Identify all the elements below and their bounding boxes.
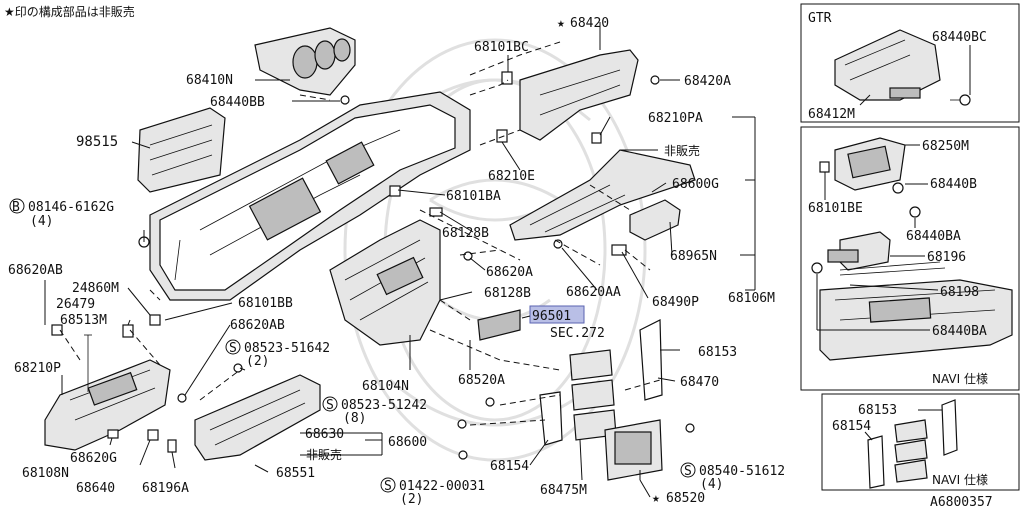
label-01422-00031: 01422-00031 xyxy=(399,479,485,494)
label-08523-51242: 08523-51242 xyxy=(341,398,427,413)
label-68154-navi: 68154 xyxy=(832,419,871,434)
label-68620G: 68620G xyxy=(70,451,117,466)
label-68513M: 68513M xyxy=(60,313,107,328)
label-08523-51642-qty: (2) xyxy=(246,354,269,369)
label-68153: 68153 xyxy=(698,345,737,360)
label-68620AB-left: 68620AB xyxy=(8,263,63,278)
label-68410N: 68410N xyxy=(186,73,233,88)
label-68108N: 68108N xyxy=(22,466,69,481)
part-labels: ★印の構成部品は非販売 68410N 68440BB 98515 B 08146… xyxy=(4,4,993,510)
label-68198: 68198 xyxy=(940,285,979,300)
label-68600: 68600 xyxy=(388,435,427,450)
leader-lines xyxy=(44,22,756,498)
label-68440BC: 68440BC xyxy=(932,30,987,45)
label-68965N: 68965N xyxy=(670,249,717,264)
screw-s-letter-3: S xyxy=(384,479,392,494)
star-68420: ★ xyxy=(557,16,565,31)
label-08146-6162G: 08146-6162G xyxy=(28,200,114,215)
label-68412M: 68412M xyxy=(808,107,855,122)
screw-s-letter-1: S xyxy=(229,341,237,356)
label-68520: 68520 xyxy=(666,491,705,506)
screw-s-letter-4: S xyxy=(684,464,692,479)
label-01422-qty: (2) xyxy=(400,492,423,507)
label-68128B-upper: 68128B xyxy=(442,226,489,241)
label-68101BC: 68101BC xyxy=(474,40,529,55)
label-68420A: 68420A xyxy=(684,74,731,89)
label-68153-navi: 68153 xyxy=(858,403,897,418)
gtr-panel-title: GTR xyxy=(808,11,832,26)
label-08523-51242-qty: (8) xyxy=(343,411,366,426)
label-96501-highlight xyxy=(529,305,585,324)
label-68640: 68640 xyxy=(76,481,115,496)
label-68210P: 68210P xyxy=(14,361,61,376)
label-08523-51642: 08523-51642 xyxy=(244,341,330,356)
navi-panel: 68250M 68101BE 68440B 68440BA 68196 6819… xyxy=(808,137,1013,386)
label-68128B-lower: 68128B xyxy=(484,286,531,301)
label-68210E: 68210E xyxy=(488,169,535,184)
screw-s-symbol-4 xyxy=(680,462,696,478)
label-68104N: 68104N xyxy=(362,379,409,394)
instrument-panel-drawing xyxy=(44,27,696,481)
label-68440BA-upper: 68440BA xyxy=(906,229,961,244)
screw-s-symbol-2 xyxy=(322,396,338,412)
star-68520: ★ xyxy=(652,491,660,506)
label-68620AB-right: 68620AB xyxy=(230,318,285,333)
drawing-id: A6800357 xyxy=(930,495,993,510)
label-68630: 68630 xyxy=(305,427,344,442)
label-68440BA-lower: 68440BA xyxy=(932,324,987,339)
bolt-b-letter: B xyxy=(12,200,20,215)
label-68196A: 68196A xyxy=(142,481,189,496)
label-68551: 68551 xyxy=(276,466,315,481)
screw-s-symbol-3 xyxy=(380,477,396,493)
label-68196: 68196 xyxy=(927,250,966,265)
label-not-sold-mid: 非販売 xyxy=(664,143,700,158)
navi-sub-spec-caption: NAVI 仕様 xyxy=(932,473,988,487)
navi-sub-panel-frame xyxy=(821,393,1020,491)
label-96501: 96501 xyxy=(532,309,571,324)
label-68154: 68154 xyxy=(490,459,529,474)
navi-sub-panel: 68153 68154 NAVI 仕様 xyxy=(832,399,988,489)
label-sec-272: SEC.272 xyxy=(550,326,605,341)
label-68475M: 68475M xyxy=(540,483,587,498)
label-68106M: 68106M xyxy=(728,291,775,306)
navi-panel-frame xyxy=(800,126,1020,391)
label-68490P: 68490P xyxy=(652,295,699,310)
label-68520A: 68520A xyxy=(458,373,505,388)
screw-s-letter-2: S xyxy=(326,398,334,413)
label-68600G: 68600G xyxy=(672,177,719,192)
label-68101BB: 68101BB xyxy=(238,296,293,311)
gtr-panel-frame xyxy=(800,3,1020,123)
label-not-sold-lower: 非販売 xyxy=(306,447,342,462)
label-68470: 68470 xyxy=(680,375,719,390)
label-68210PA: 68210PA xyxy=(648,111,703,126)
label-08540-51612: 08540-51612 xyxy=(699,464,785,479)
label-68101BA: 68101BA xyxy=(446,189,501,204)
gtr-panel: GTR 68440BC 68412M xyxy=(808,11,987,122)
label-24860M: 24860M xyxy=(72,281,119,296)
screw-s-symbol-1 xyxy=(225,339,241,355)
label-68420: 68420 xyxy=(570,16,609,31)
label-68620AA: 68620AA xyxy=(566,285,621,300)
label-08146-qty: (4) xyxy=(30,214,53,229)
header-note: ★印の構成部品は非販売 xyxy=(4,4,135,19)
label-26479: 26479 xyxy=(56,297,95,312)
label-98515: 98515 xyxy=(76,134,118,150)
label-68101BE: 68101BE xyxy=(808,201,863,216)
label-68440B: 68440B xyxy=(930,177,977,192)
label-68440BB: 68440BB xyxy=(210,95,265,110)
label-68620A: 68620A xyxy=(486,265,533,280)
navi-spec-caption: NAVI 仕様 xyxy=(932,372,988,386)
label-08540-qty: (4) xyxy=(700,477,723,492)
label-68250M: 68250M xyxy=(922,139,969,154)
bolt-b-symbol xyxy=(9,198,25,214)
